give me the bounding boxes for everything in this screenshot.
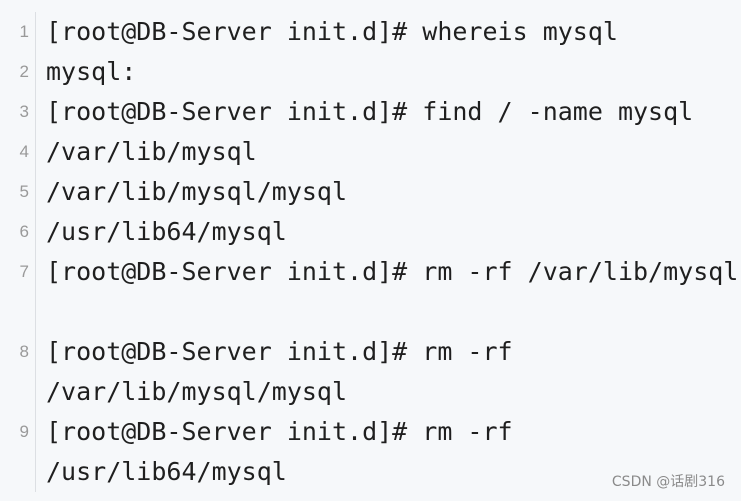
code-line-1: 1 [root@DB-Server init.d]# whereis mysql (0, 12, 741, 52)
code-text: /usr/lib64/mysql (46, 217, 287, 246)
line-number: 4 (0, 132, 36, 172)
code-text: /var/lib/mysql (46, 137, 257, 166)
code-text: [root@DB-Server init.d]# rm -rf /var/lib… (46, 337, 528, 406)
code-line-4: 4 /var/lib/mysql (0, 132, 741, 172)
code-line-8: 8 [root@DB-Server init.d]# rm -rf /var/l… (0, 332, 741, 412)
code-text: mysql: (46, 57, 137, 86)
code-line-5: 5 /var/lib/mysql/mysql (0, 172, 741, 212)
code-text: /var/lib/mysql/mysql (46, 177, 348, 206)
code-text: [root@DB-Server init.d]# rm -rf /var/lib… (46, 257, 739, 286)
line-number: 7 (0, 252, 36, 332)
watermark: CSDN @话剧316 (611, 474, 725, 490)
line-number: 1 (0, 12, 36, 52)
line-number: 5 (0, 172, 36, 212)
line-number: 6 (0, 212, 36, 252)
line-number: 8 (0, 332, 36, 412)
code-line-9: 9 [root@DB-Server init.d]# rm -rf /usr/l… (0, 412, 741, 492)
code-text: [root@DB-Server init.d]# whereis mysql (46, 17, 618, 46)
code-line-3: 3 [root@DB-Server init.d]# find / -name … (0, 92, 741, 132)
code-line-7: 7 [root@DB-Server init.d]# rm -rf /var/l… (0, 252, 741, 332)
code-line-2: 2 mysql: (0, 52, 741, 92)
line-number: 3 (0, 92, 36, 132)
code-text: [root@DB-Server init.d]# find / -name my… (46, 97, 694, 126)
line-number: 2 (0, 52, 36, 92)
code-line-6: 6 /usr/lib64/mysql (0, 212, 741, 252)
code-text: [root@DB-Server init.d]# rm -rf /usr/lib… (46, 417, 528, 486)
line-number: 9 (0, 412, 36, 492)
